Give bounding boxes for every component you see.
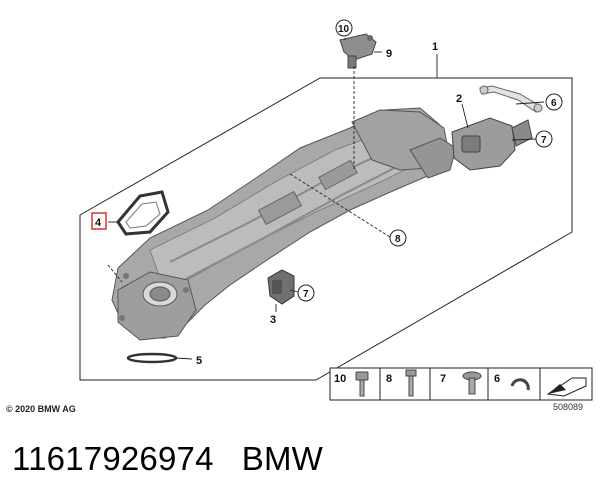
callout-4-highlight-box xyxy=(91,212,107,230)
callout-5: 5 xyxy=(196,355,202,367)
link-rod-part-6 xyxy=(479,85,543,113)
legend-7-label: 7 xyxy=(440,373,446,385)
copyright-text: © 2020 BMW AG xyxy=(6,404,76,414)
legend-6-label: 6 xyxy=(494,373,500,385)
legend-10-label: 10 xyxy=(334,373,346,385)
leader-lines xyxy=(107,38,545,360)
screw-10-icon xyxy=(355,371,369,397)
brand-name: BMW xyxy=(241,440,323,477)
screw-7-icon xyxy=(462,371,482,395)
callout-7b-circle xyxy=(297,284,315,302)
diagram-code: 508089 xyxy=(553,402,584,412)
callout-7b: 7 xyxy=(303,289,309,300)
callout-2: 2 xyxy=(456,93,462,105)
callout-4: 4 xyxy=(95,217,102,229)
component-part-3 xyxy=(267,269,295,305)
callout-1: 1 xyxy=(432,41,438,53)
callout-3: 3 xyxy=(270,314,276,326)
callout-6-circle xyxy=(545,93,563,111)
callout-7a-circle xyxy=(535,130,553,148)
diagram-frame xyxy=(79,77,573,381)
callout-6: 6 xyxy=(551,98,557,109)
direction-arrow-icon xyxy=(546,377,587,397)
clip-6-icon xyxy=(510,378,530,391)
callout-8-circle xyxy=(389,229,407,247)
screw-8-icon xyxy=(405,369,417,397)
sensor-part-9 xyxy=(339,33,377,69)
part-number: 11617926974 xyxy=(12,440,214,477)
actuator-part-2 xyxy=(451,117,533,171)
hardware-legend: 10 8 7 6 xyxy=(329,367,593,401)
callout-7a: 7 xyxy=(541,135,547,146)
footer-title: 11617926974 BMW xyxy=(12,440,323,478)
gasket-part-4 xyxy=(116,190,170,236)
callout-8: 8 xyxy=(395,234,401,245)
oring-part-5 xyxy=(126,352,178,364)
parts-diagram: 1 2 3 4 5 9 10 6 7 7 8 10 8 7 6 xyxy=(79,19,593,401)
callout-10: 10 xyxy=(338,24,350,35)
callout-9: 9 xyxy=(386,48,392,60)
legend-8-label: 8 xyxy=(386,373,392,385)
callout-10-circle xyxy=(335,19,353,37)
intake-manifold xyxy=(111,107,457,341)
